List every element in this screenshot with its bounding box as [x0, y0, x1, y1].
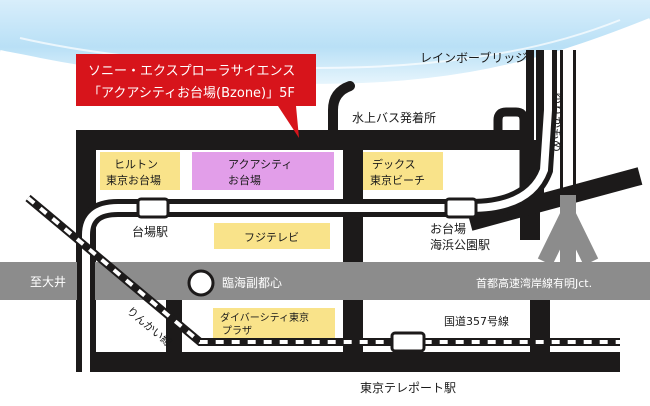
svg-text:ゆりかもめ: ゆりかもめ	[550, 92, 564, 152]
shutoko-label: 首都高速湾岸線有明Jct.	[476, 276, 592, 290]
water-bus-label: 水上バス発着所	[352, 110, 436, 125]
rainbow-bridge-loop	[493, 107, 529, 200]
water-bus-pier	[328, 81, 355, 145]
route357-label: 国道357号線	[444, 314, 509, 328]
aquacity-label-1: アクアシティ	[228, 158, 292, 171]
fujitv-label: フジテレビ	[244, 231, 299, 244]
daiba-station-marker	[136, 197, 170, 219]
aquacity-label-2: お台場	[228, 173, 261, 187]
rinkai-fukutoshin-label: 臨海副都心	[222, 275, 282, 290]
divercity-building	[213, 308, 335, 338]
yurikamome-label: ゆりかもめ	[550, 92, 564, 152]
callout-line1: ソニー・エクスプローラサイエンス	[88, 64, 295, 79]
decks-label-2: 東京ビーチ	[370, 173, 425, 187]
rinkai-line-dash	[26, 196, 620, 344]
divercity-label-2: プラザ	[222, 325, 252, 337]
hilton-label-1: ヒルトン	[114, 158, 158, 171]
decks-building	[363, 152, 443, 190]
rainbow-bridge-label: レインボーブリッジ	[420, 50, 527, 65]
teleport-station-marker	[390, 331, 426, 353]
callout-pointer	[278, 106, 299, 138]
callout-box	[76, 54, 316, 106]
teleport-station-label: 東京テレポート駅	[360, 381, 456, 395]
hilton-label-2: 東京お台場	[106, 173, 161, 187]
odaiba-kaihin-station-marker	[444, 197, 478, 219]
daiba-station-label: 台場駅	[132, 224, 168, 239]
callout-line2: 「アクアシティお台場(Bzone)」5F	[88, 86, 295, 101]
rinkai-fukutoshin-marker	[187, 269, 215, 297]
odaiba-station-label-1: お台場	[430, 221, 466, 236]
odaiba-station-label-2: 海浜公園駅	[430, 237, 490, 252]
fujitv-building	[214, 223, 330, 249]
divercity-label-1: ダイバーシティ東京	[220, 311, 309, 324]
oi-label: 至大井	[30, 275, 66, 289]
aquacity-building	[192, 152, 334, 190]
hilton-building	[100, 152, 180, 190]
decks-label-1: デックス	[372, 157, 416, 171]
